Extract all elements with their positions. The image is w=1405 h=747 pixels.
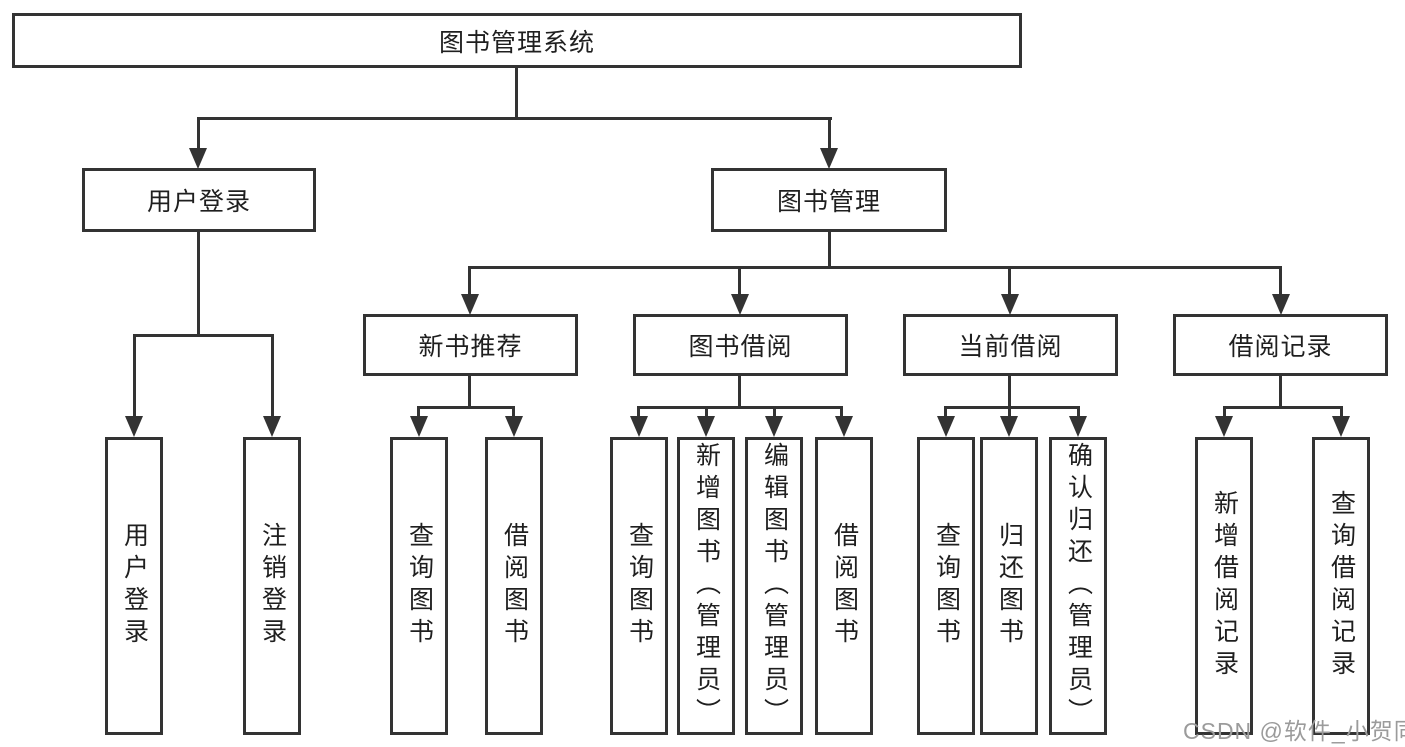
node-user-login: 用户登录 [82, 168, 316, 232]
leaf-current-confirm-return-admin: 确认归还（管理员） [1049, 437, 1107, 735]
arrow-down-icon [820, 148, 838, 169]
connector [1340, 406, 1343, 418]
connector [1279, 376, 1282, 408]
arrow-down-icon [1000, 416, 1018, 437]
connector [944, 406, 947, 418]
leaf-logout: 注销登录 [243, 437, 301, 735]
arrow-down-icon [461, 294, 479, 315]
connector [1223, 406, 1343, 409]
connector [1008, 406, 1011, 418]
connector [197, 117, 200, 149]
node-book-management: 图书管理 [711, 168, 947, 232]
watermark: CSDN @软件_小贺同学 [1183, 718, 1405, 744]
connector [1008, 376, 1011, 408]
leaf-newbook-borrow-books: 借阅图书 [485, 437, 543, 735]
leaf-current-query-books: 查询图书 [917, 437, 975, 735]
node-current-borrow: 当前借阅 [903, 314, 1118, 376]
arrow-down-icon [1272, 294, 1290, 315]
leaf-newbook-query-books: 查询图书 [390, 437, 448, 735]
arrow-down-icon [263, 416, 281, 437]
arrow-down-icon [410, 416, 428, 437]
leaf-borrow-edit-books-admin: 编辑图书（管理员） [745, 437, 803, 735]
leaf-records-add-record: 新增借阅记录 [1195, 437, 1253, 735]
connector [773, 406, 776, 418]
connector [468, 266, 471, 296]
connector [468, 266, 1282, 269]
connector [468, 376, 471, 408]
connector [1008, 266, 1011, 296]
arrow-down-icon [189, 148, 207, 169]
node-book-borrow: 图书借阅 [633, 314, 848, 376]
connector [417, 406, 515, 409]
arrow-down-icon [697, 416, 715, 437]
connector [738, 376, 741, 408]
connector [1279, 266, 1282, 296]
connector [271, 334, 274, 418]
connector [738, 266, 741, 296]
node-borrow-records: 借阅记录 [1173, 314, 1388, 376]
arrow-down-icon [505, 416, 523, 437]
connector [515, 68, 518, 118]
leaf-borrow-add-books-admin: 新增图书（管理员） [677, 437, 735, 735]
connector [417, 406, 420, 418]
leaf-records-query-record: 查询借阅记录 [1312, 437, 1370, 735]
connector [840, 406, 843, 418]
arrow-down-icon [125, 416, 143, 437]
leaf-borrow-query-books: 查询图书 [610, 437, 668, 735]
connector [197, 232, 200, 336]
leaf-current-return-books: 归还图书 [980, 437, 1038, 735]
arrow-down-icon [1001, 294, 1019, 315]
arrow-down-icon [731, 294, 749, 315]
arrow-down-icon [1332, 416, 1350, 437]
connector [133, 334, 274, 337]
connector [1077, 406, 1080, 418]
connector [944, 406, 1080, 409]
connector [512, 406, 515, 418]
connector [828, 117, 831, 149]
arrow-down-icon [765, 416, 783, 437]
connector [637, 406, 640, 418]
connector [1223, 406, 1226, 418]
leaf-user-login: 用户登录 [105, 437, 163, 735]
connector [197, 117, 832, 120]
arrow-down-icon [1215, 416, 1233, 437]
connector [637, 406, 843, 409]
arrow-down-icon [835, 416, 853, 437]
leaf-borrow-borrow-books: 借阅图书 [815, 437, 873, 735]
arrow-down-icon [937, 416, 955, 437]
arrow-down-icon [630, 416, 648, 437]
node-new-book-recommend: 新书推荐 [363, 314, 578, 376]
arrow-down-icon [1069, 416, 1087, 437]
connector [133, 334, 136, 418]
connector [828, 232, 831, 268]
node-root: 图书管理系统 [12, 13, 1022, 68]
connector [705, 406, 708, 418]
